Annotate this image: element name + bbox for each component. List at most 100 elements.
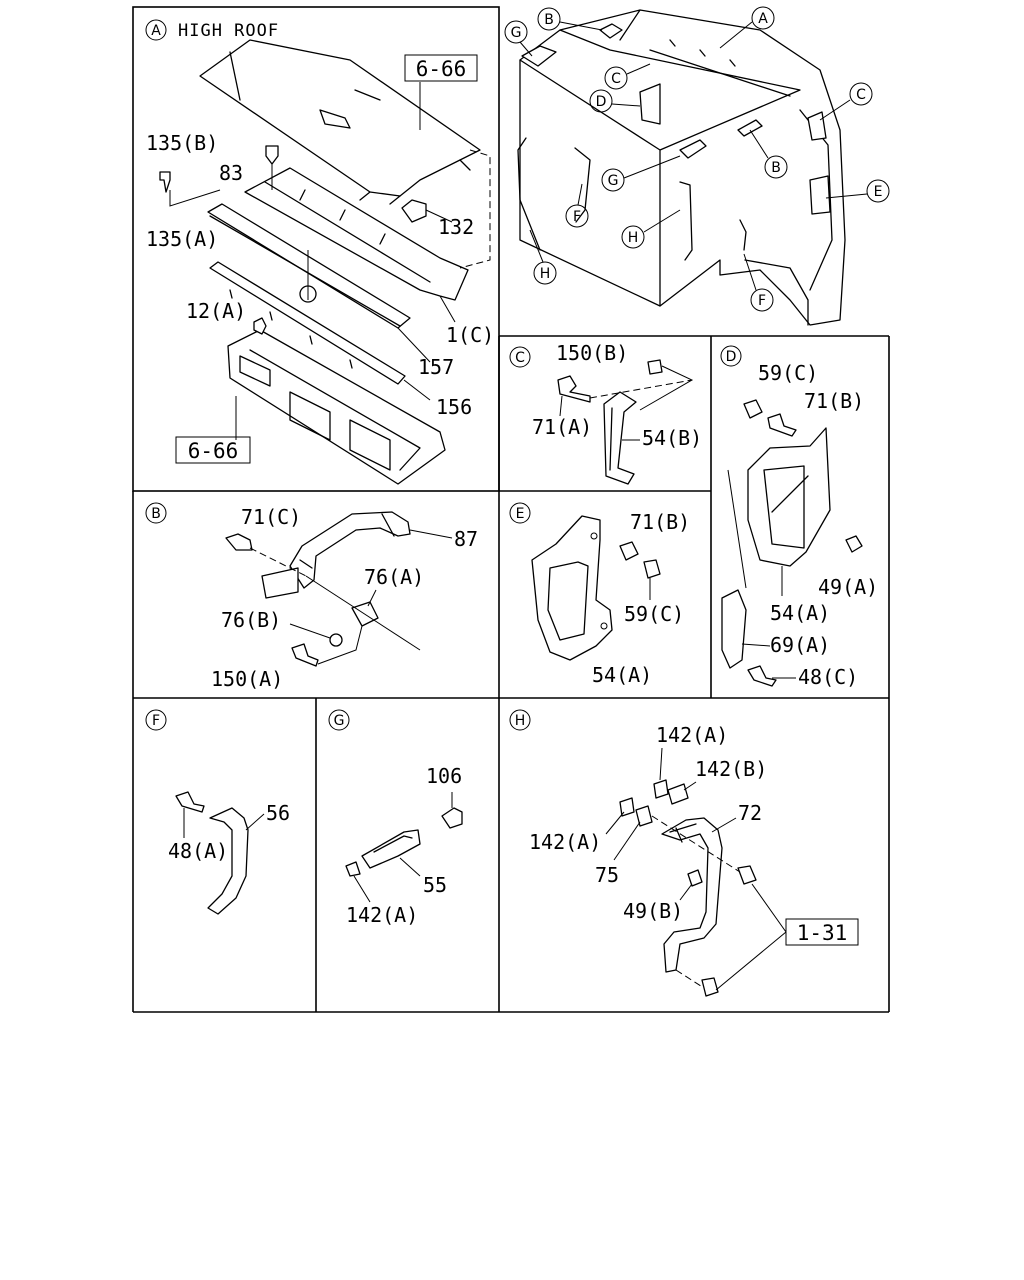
label-48c: 48(C) (798, 665, 858, 689)
svg-text:B: B (771, 160, 781, 176)
section-b-letter: B (151, 506, 161, 522)
section-c-letter: C (515, 350, 525, 366)
nut-49b (687, 869, 703, 887)
bolt-71c (225, 533, 253, 551)
section-f: F 56 48(A) (145, 709, 290, 915)
svg-text:F: F (573, 209, 581, 225)
bracket-69a (721, 589, 747, 669)
bolt-150b (647, 359, 663, 375)
label-150b: 150(B) (556, 341, 628, 365)
label-157: 157 (418, 355, 454, 379)
bolt-71b-e (619, 541, 639, 561)
section-e-letter: E (516, 506, 525, 522)
svg-text:D: D (596, 94, 607, 110)
section-d-letter: D (726, 349, 737, 365)
label-71b-e: 71(B) (630, 510, 690, 534)
section-d: D 59(C) 71(B) 49(A) 54(A) 69(A) 48(C) (720, 345, 878, 689)
section-h: H 142(A) 142(B) 142(A) 72 75 49(B) 1-31 (509, 709, 859, 997)
section-a-title: HIGH ROOF (178, 21, 279, 41)
label-132: 132 (438, 215, 474, 239)
svg-text:E: E (874, 184, 883, 200)
label-54b: 54(B) (642, 426, 702, 450)
label-54a-d: 54(A) (770, 601, 830, 625)
label-83: 83 (219, 161, 243, 185)
bolt-71b-d (767, 413, 797, 437)
washer-76b (329, 633, 343, 647)
grab-handle-56 (207, 807, 249, 915)
label-71a: 71(A) (532, 415, 592, 439)
bolt-48a (175, 791, 205, 813)
cab-callout-c-right: C (819, 82, 873, 121)
label-59c-e: 59(C) (624, 602, 684, 626)
section-h-letter: H (515, 713, 526, 729)
label-59c-d: 59(C) (758, 361, 818, 385)
label-150a: 150(A) (211, 667, 283, 691)
svg-text:G: G (608, 173, 619, 189)
label-71c: 71(C) (241, 505, 301, 529)
label-55: 55 (423, 873, 447, 897)
label-106: 106 (426, 764, 462, 788)
clip-142b (667, 783, 689, 805)
grab-rail-87 (289, 511, 411, 589)
label-142a-g: 142(A) (346, 903, 418, 927)
nut-59c-e (643, 559, 661, 579)
section-g: G 106 55 142(A) (328, 709, 463, 927)
label-69a: 69(A) (770, 633, 830, 657)
bolt-48c (747, 665, 777, 687)
label-135a: 135(A) (146, 227, 218, 251)
svg-text:G: G (511, 25, 522, 41)
label-87: 87 (454, 527, 478, 551)
svg-text:B: B (544, 12, 554, 28)
clip-106 (441, 807, 463, 829)
bolt-12a (253, 317, 267, 335)
cab-body (519, 9, 846, 326)
cab-overview: G B A C D C B G E F H H F (504, 6, 890, 326)
svg-text:C: C (611, 71, 621, 87)
cab-callout-e: E (825, 179, 890, 203)
svg-text:A: A (758, 11, 768, 27)
cab-callout-f-right: F (743, 253, 774, 312)
rail-157 (207, 203, 411, 329)
section-e: E 71(B) 59(C) 54(A) (509, 502, 690, 687)
section-f-letter: F (152, 713, 160, 729)
screw-83 (265, 145, 279, 165)
label-72: 72 (738, 801, 762, 825)
ref-box-6-66-bottom: 6-66 (188, 439, 239, 463)
label-12a: 12(A) (186, 299, 246, 323)
nut-142a-g (345, 861, 361, 877)
part-75 (635, 805, 653, 827)
cab-callout-g-mid: G (601, 155, 681, 192)
handle-plate-54a-e (531, 515, 613, 661)
cab-callout-d: D (589, 89, 641, 113)
cab-callout-f-left: F (565, 183, 589, 228)
cab-callout-c-left: C (604, 63, 651, 90)
diagram-frame (132, 6, 890, 1013)
cab-callout-g-top: G (504, 20, 533, 57)
bolt-h-upper (737, 865, 757, 885)
svg-text:H: H (540, 266, 551, 282)
section-c: C 150(B) 71(A) 54(B) (509, 341, 702, 485)
label-49b: 49(B) (623, 899, 683, 923)
label-1c: 1(C) (446, 323, 494, 347)
label-56: 56 (266, 801, 290, 825)
grip-55 (361, 829, 421, 869)
rail-156 (209, 261, 406, 385)
label-75: 75 (595, 863, 619, 887)
svg-text:H: H (628, 230, 639, 246)
bolt-150a (291, 643, 319, 667)
label-142a-top: 142(A) (656, 723, 728, 747)
cab-callout-h-left: H (529, 229, 557, 285)
grab-bar-72 (661, 817, 723, 973)
label-76a: 76(A) (364, 565, 424, 589)
label-156: 156 (436, 395, 472, 419)
console-base (227, 329, 446, 485)
section-a-letter: A (151, 23, 161, 39)
label-49a: 49(A) (818, 575, 878, 599)
roof-bracket (244, 167, 469, 301)
svg-text:C: C (856, 87, 866, 103)
cab-callout-a: A (719, 6, 775, 49)
bolt-71a (557, 375, 591, 403)
label-76b: 76(B) (221, 608, 281, 632)
ref-box-1-31: 1-31 (797, 921, 848, 945)
